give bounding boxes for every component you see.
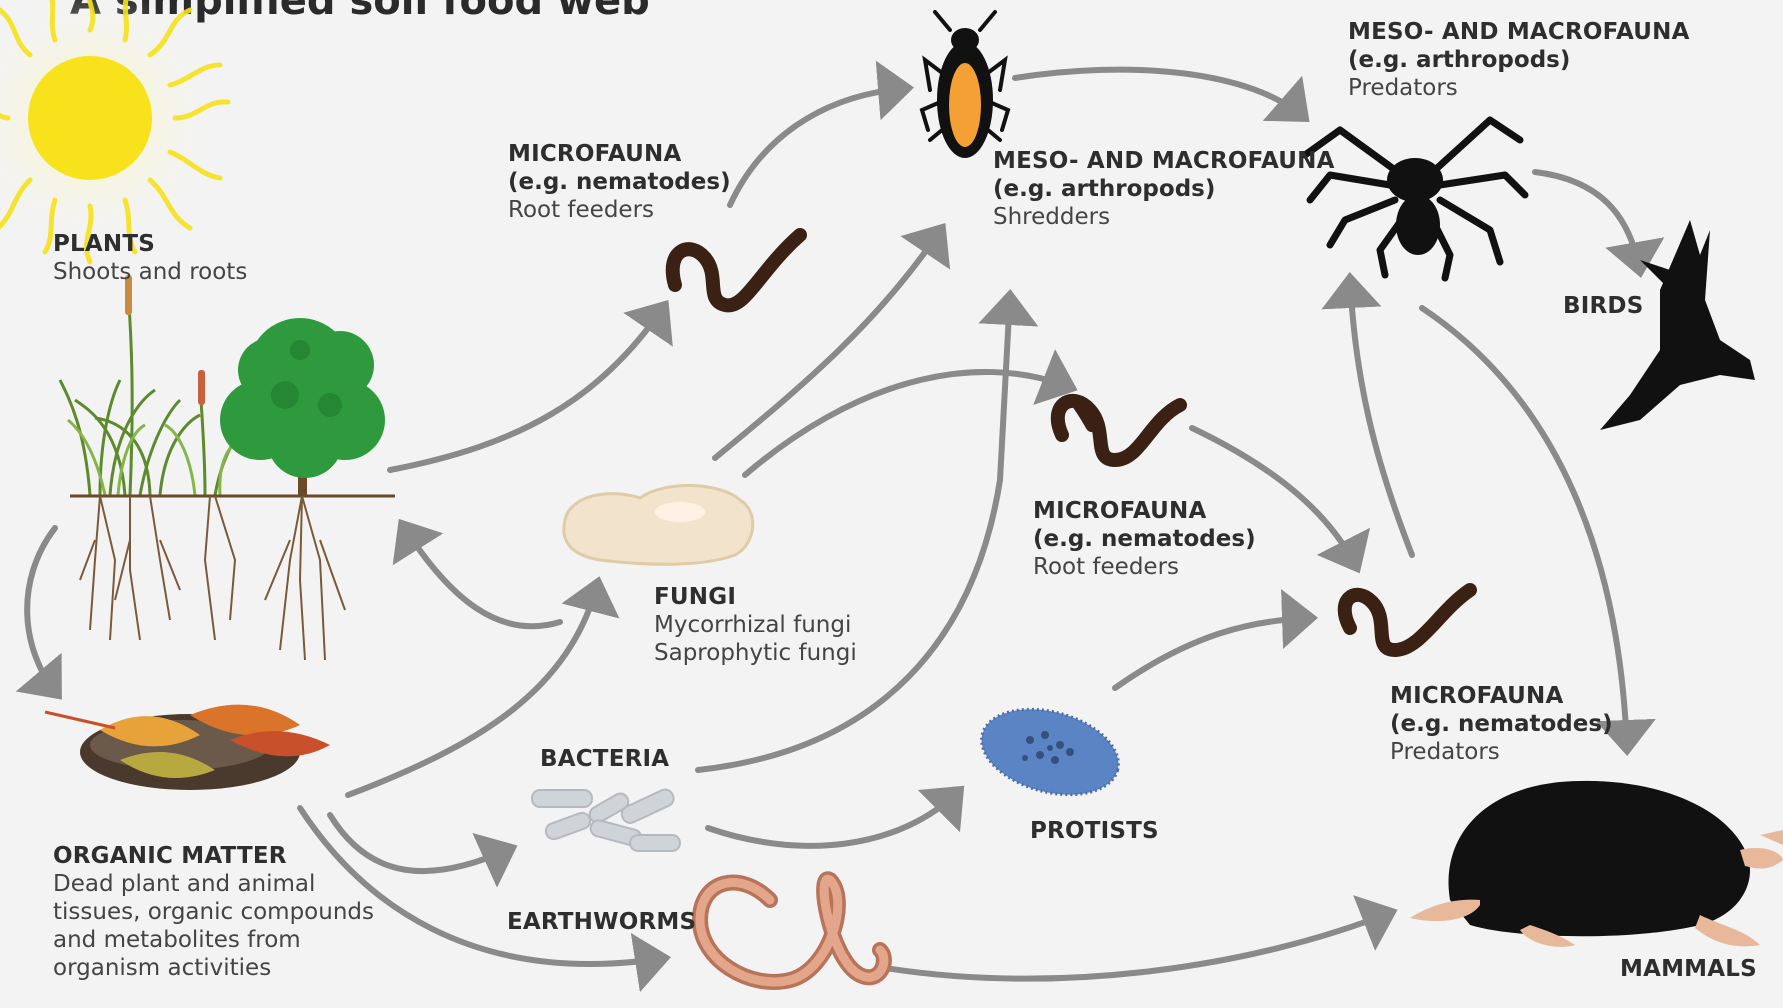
leaf-litter-icon: [45, 705, 330, 790]
label-microfauna-root-feeders-2: MICROFAUNA (e.g. nematodes) Root feeders: [1033, 497, 1256, 581]
plants-title: PLANTS: [53, 230, 247, 258]
label-bacteria: BACTERIA: [540, 745, 669, 773]
arrow-beetle-spider: [1015, 70, 1305, 118]
arrow-spider-birds: [1535, 172, 1640, 272]
arrow-plants-organic: [27, 528, 58, 695]
earthworm-icon: [700, 879, 884, 982]
nematode-icon-2: [1058, 400, 1180, 460]
meso-line-1: Shredders: [993, 203, 1335, 231]
meso-pred-line-1: Predators: [1348, 74, 1690, 102]
label-microfauna-root-feeders-1: MICROFAUNA (e.g. nematodes) Root feeders: [508, 140, 731, 224]
label-birds: BIRDS: [1563, 292, 1643, 320]
plants-line-1: Shoots and roots: [53, 258, 247, 286]
microfauna-pred-title: MICROFAUNA: [1390, 682, 1613, 710]
label-organic-matter: ORGANIC MATTER Dead plant and animal tis…: [53, 842, 374, 982]
protists-title: PROTISTS: [1030, 817, 1159, 845]
organic-title: ORGANIC MATTER: [53, 842, 374, 870]
plants-roots-icon: [60, 275, 395, 660]
mole-icon: [1410, 781, 1783, 947]
fungi-line-1: Mycorrhizal fungi: [654, 611, 857, 639]
meso-pred-subtitle: (e.g. arthropods): [1348, 46, 1690, 74]
meso-title: MESO- AND MACROFAUNA: [993, 147, 1335, 175]
nematode-icon-3: [1345, 590, 1470, 650]
microfauna-pred-subtitle: (e.g. nematodes): [1390, 710, 1613, 738]
microfauna-line-1: Root feeders: [508, 196, 731, 224]
bacteria-icon: [532, 787, 680, 851]
microfauna-subtitle: (e.g. nematodes): [508, 168, 731, 196]
fungi-icon: [564, 485, 753, 564]
label-microfauna-predators: MICROFAUNA (e.g. nematodes) Predators: [1390, 682, 1613, 766]
arrow-fungi-plants: [402, 524, 560, 626]
label-fungi: FUNGI Mycorrhizal fungi Saprophytic fung…: [654, 583, 857, 667]
spider-icon: [1305, 120, 1525, 278]
meso-subtitle: (e.g. arthropods): [993, 175, 1335, 203]
organic-line-1: Dead plant and animal: [53, 870, 374, 898]
arrow-earthworms-mammals: [885, 912, 1392, 979]
bird-icon: [1600, 220, 1755, 430]
label-meso-predators: MESO- AND MACROFAUNA (e.g. arthropods) P…: [1348, 18, 1690, 102]
fungi-line-2: Saprophytic fungi: [654, 639, 857, 667]
beetle-icon: [922, 12, 1008, 158]
protist-icon: [972, 695, 1128, 809]
microfauna-title: MICROFAUNA: [508, 140, 731, 168]
earthworms-title: EARTHWORMS: [507, 908, 696, 936]
organic-line-3: and metabolites from: [53, 926, 374, 954]
arrow-protists-pred: [1115, 618, 1312, 688]
birds-title: BIRDS: [1563, 292, 1643, 320]
arrow-pred-spider: [1350, 278, 1412, 555]
sun-icon: [0, 0, 228, 262]
organic-line-2: tissues, organic compounds: [53, 898, 374, 926]
microfauna2-subtitle: (e.g. nematodes): [1033, 525, 1256, 553]
microfauna2-line-1: Root feeders: [1033, 553, 1256, 581]
arrow-microfauna-beetle: [730, 88, 908, 205]
label-protists: PROTISTS: [1030, 817, 1159, 845]
label-mammals: MAMMALS: [1620, 955, 1757, 983]
label-meso-shredders: MESO- AND MACROFAUNA (e.g. arthropods) S…: [993, 147, 1335, 231]
arrow-bacteria-protists: [708, 790, 960, 846]
label-plants: PLANTS Shoots and roots: [53, 230, 247, 286]
fungi-title: FUNGI: [654, 583, 857, 611]
bacteria-title: BACTERIA: [540, 745, 669, 773]
arrow-plants-microfauna: [390, 305, 665, 470]
mammals-title: MAMMALS: [1620, 955, 1757, 983]
arrow-fungi-beetle: [715, 228, 942, 458]
organic-line-4: organism activities: [53, 954, 374, 982]
meso-pred-title: MESO- AND MACROFAUNA: [1348, 18, 1690, 46]
microfauna-pred-line-1: Predators: [1390, 738, 1613, 766]
microfauna2-title: MICROFAUNA: [1033, 497, 1256, 525]
nematode-icon-1: [673, 235, 800, 305]
label-earthworms: EARTHWORMS: [507, 908, 696, 936]
